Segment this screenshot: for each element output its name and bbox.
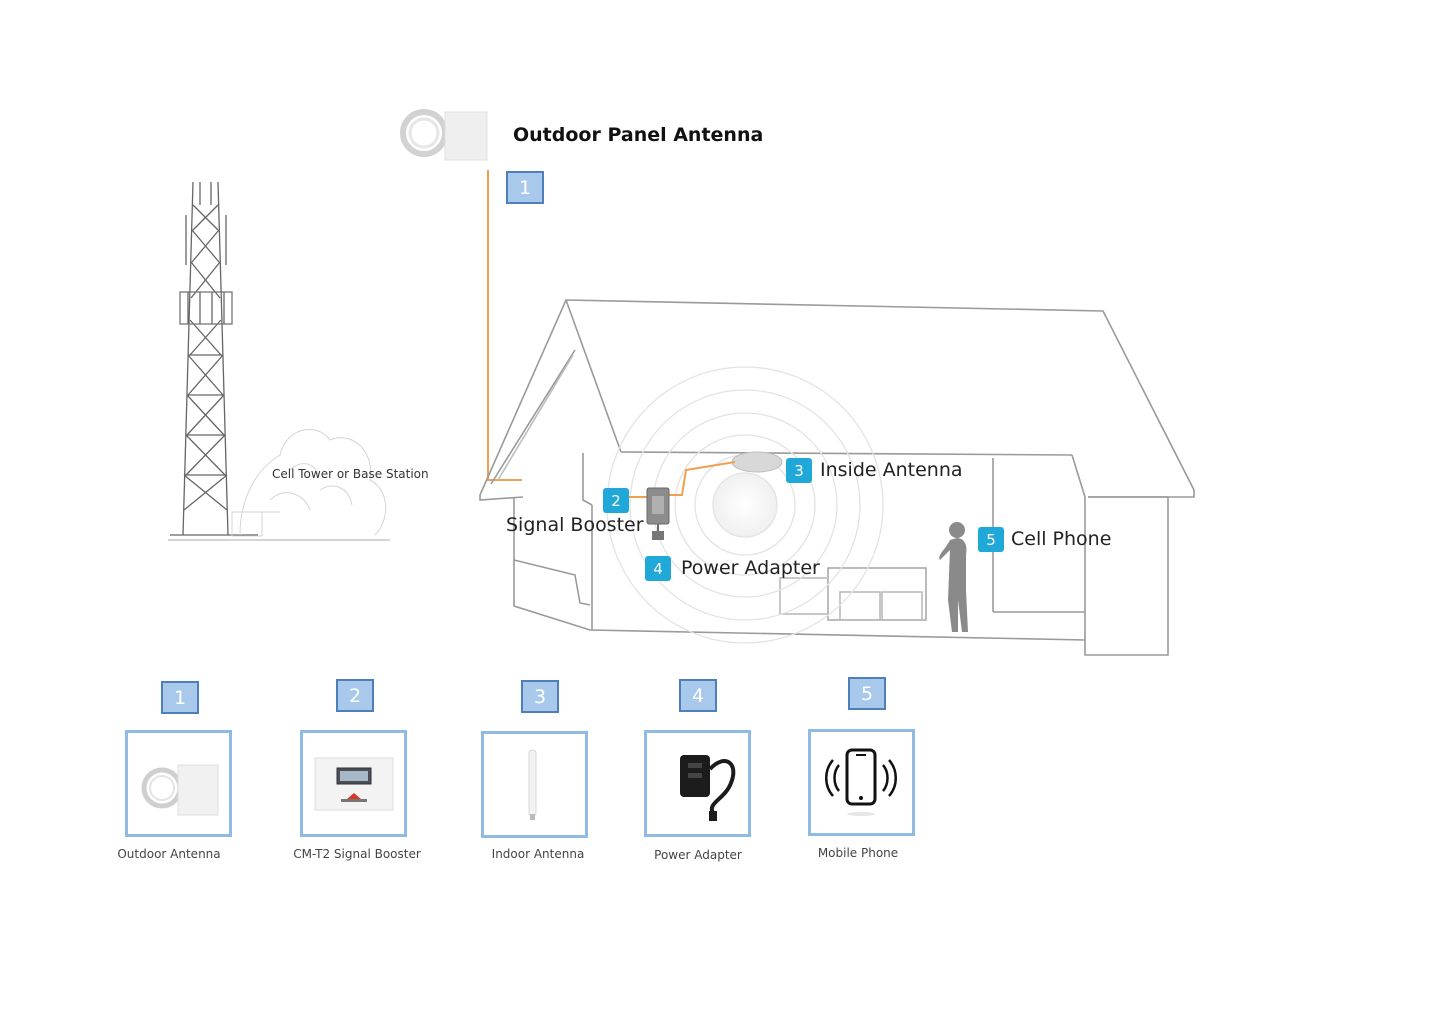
product-badge-1: 1 [161,681,199,714]
page-title: Outdoor Panel Antenna [513,124,764,146]
person-silhouette-icon [939,522,968,632]
step-badge-5: 5 [978,527,1004,552]
power-adapter-label: Power Adapter [681,557,820,579]
product-box-power-adapter [644,730,751,837]
house-icon [479,299,1195,656]
trees-icon [231,428,387,537]
product-badge-5: 5 [848,677,886,710]
product-badge-2: 2 [336,679,374,712]
signal-waves [606,366,884,644]
product-caption-signal-booster: CM-T2 Signal Booster [293,847,421,861]
product-box-indoor-antenna [481,731,588,838]
power-adapter-icon [680,755,736,821]
signal-booster-label: Signal Booster [506,514,644,536]
step-badge-1: 1 [506,171,544,204]
panel-antenna-icon [141,764,219,816]
product-box-outdoor-antenna [125,730,232,837]
indoor-antenna-icon [528,749,537,820]
outdoor-panel-antenna-icon [400,109,488,161]
product-box-mobile-phone [808,729,915,836]
mobile-phone-icon [825,748,897,816]
signal-booster-unit-icon [646,487,670,540]
inside-antenna-icon [731,451,783,473]
signal-booster-icon [314,757,394,811]
cell-tower-icon [168,181,390,541]
product-caption-mobile-phone: Mobile Phone [817,846,899,860]
step-badge-3: 3 [786,458,812,483]
antenna-cable [487,170,522,481]
product-caption-power-adapter: Power Adapter [654,848,742,862]
step-badge-4: 4 [645,556,671,581]
booster-cable [668,461,736,496]
product-badge-3: 3 [521,680,559,713]
cell-phone-label: Cell Phone [1011,528,1112,550]
step-badge-2: 2 [603,488,629,513]
inside-antenna-label: Inside Antenna [820,459,963,481]
cell-tower-label: Cell Tower or Base Station [272,467,429,481]
product-badge-4: 4 [679,679,717,712]
product-caption-outdoor-antenna: Outdoor Antenna [117,847,221,861]
product-box-signal-booster [300,730,407,837]
product-caption-indoor-antenna: Indoor Antenna [491,847,585,861]
